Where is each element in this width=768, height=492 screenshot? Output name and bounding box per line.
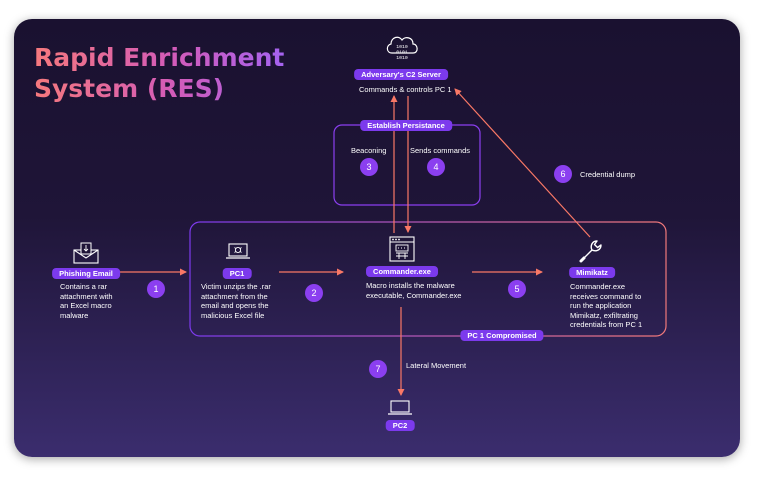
step-badge-4: 4: [427, 158, 445, 176]
commander-description: Macro installs the malware executable, C…: [366, 281, 462, 300]
step-badge-3: 3: [360, 158, 378, 176]
pc1-label: PC1: [222, 268, 252, 279]
phishing-description: Contains a rar attachment with an Excel …: [60, 282, 113, 320]
step-badge-2: 2: [305, 284, 323, 302]
server-code-line-3: 1010: [396, 55, 408, 61]
envelope-icon: [72, 242, 100, 264]
persistence-box: [333, 124, 481, 206]
step-badge-1: 1: [147, 280, 165, 298]
persistence-label: Establish Persistance: [360, 120, 452, 131]
credential-dump-text: Credential dump: [580, 170, 636, 179]
server-code-line-1: 1010: [396, 44, 408, 50]
sends-commands-text: Sends commands: [410, 146, 471, 155]
server-description: Commands & controls PC 1: [359, 85, 452, 94]
arrow-mimikatz-server: [454, 88, 591, 238]
wrench-icon: [578, 238, 604, 264]
cloud-server-icon: 1010 0101 1010: [383, 31, 421, 65]
lateral-movement-text: Lateral Movement: [406, 361, 467, 370]
phishing-label: Phishing Email: [52, 268, 120, 279]
pc1-description: Victim unzips the .rar attachment from t…: [201, 282, 271, 320]
pc1-compromised-label: PC 1 Compromised: [460, 330, 544, 341]
mimikatz-label: Mimikatz: [569, 267, 615, 278]
pc2-label: PC2: [385, 420, 415, 431]
laptop-icon: [388, 399, 412, 417]
beaconing-text: Beaconing: [351, 146, 387, 155]
diagram-card: [14, 19, 740, 457]
server-label: Adversary's C2 Server: [354, 69, 448, 80]
commander-label: Commander.exe: [366, 266, 438, 277]
step-badge-6: 6: [554, 165, 572, 183]
server-code-line-2: 0101: [396, 50, 408, 56]
step-badge-7: 7: [369, 360, 387, 378]
laptop-bug-icon: [226, 242, 250, 262]
mimikatz-description: Commander.exe receives command to run th…: [570, 282, 643, 329]
pc1-compromised-frame: [189, 221, 667, 337]
step-badge-5: 5: [508, 280, 526, 298]
terminal-window-icon: [389, 236, 415, 262]
